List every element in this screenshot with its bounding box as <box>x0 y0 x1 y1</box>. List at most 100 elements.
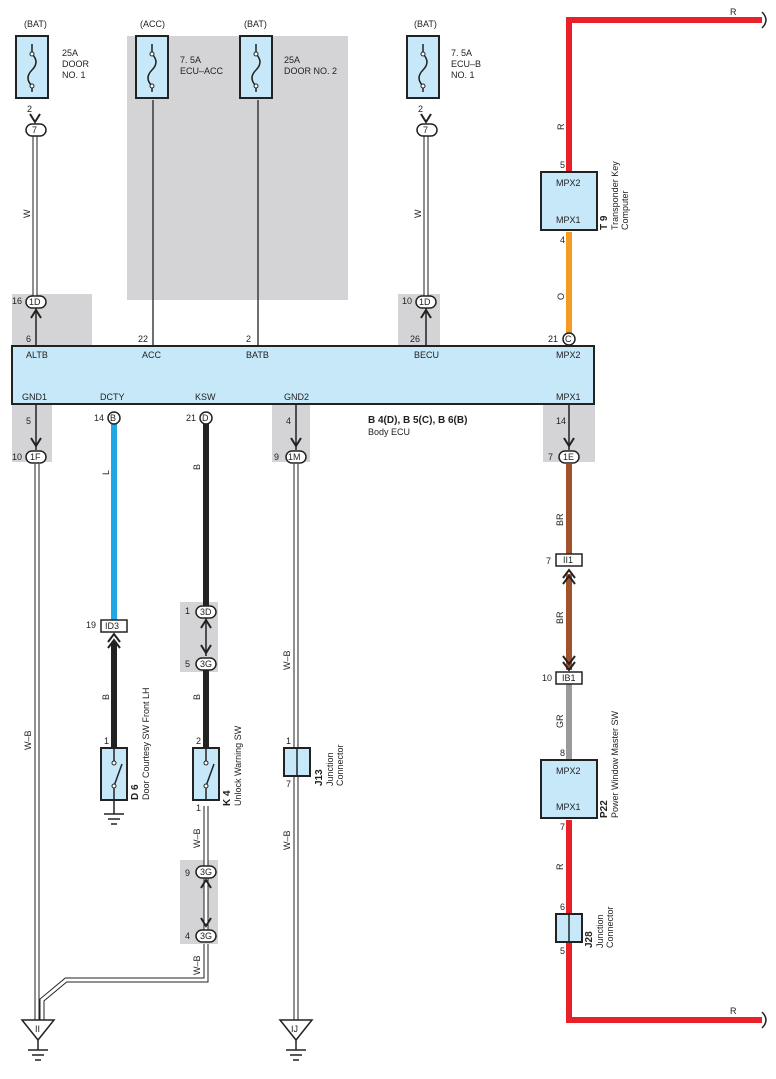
svg-text:MPX2: MPX2 <box>556 350 581 360</box>
svg-text:1D: 1D <box>419 297 431 307</box>
ecu-top-connectors: 16 1D 6 22 2 10 1D 26 21 C <box>12 295 576 346</box>
body-ecu: ALTB ACC BATB BECU MPX2 GND1 DCTY KSW GN… <box>11 345 595 405</box>
svg-text:DCTY: DCTY <box>100 392 125 402</box>
svg-text:W–B: W–B <box>192 828 202 848</box>
label-r-bottom: R <box>730 1006 737 1016</box>
svg-text:22: 22 <box>138 334 148 344</box>
svg-text:10: 10 <box>12 452 22 462</box>
fuse-4: (BAT) 7. 5A ECU–B NO. 1 2 7 <box>406 19 481 137</box>
svg-text:26: 26 <box>410 334 420 344</box>
svg-text:BECU: BECU <box>414 350 439 360</box>
ecu-bottom-connectors: 5 10 1F 14 B 21 D 4 9 1M 14 7 1E <box>12 404 580 464</box>
power-window-master-sw: 8 MPX2 MPX1 7 P22 Power Window Master SW <box>540 710 620 832</box>
svg-text:7: 7 <box>32 125 37 135</box>
svg-text:Door Courtesy SW Front LH: Door Courtesy SW Front LH <box>141 687 151 800</box>
svg-text:W–B: W–B <box>282 650 292 670</box>
svg-text:MPX2: MPX2 <box>556 178 581 188</box>
svg-text:7: 7 <box>560 822 565 832</box>
svg-text:2: 2 <box>246 334 251 344</box>
svg-text:2: 2 <box>27 104 32 114</box>
inline-connector-ii1: 7 II1 <box>546 553 583 585</box>
svg-text:ID3: ID3 <box>105 621 119 631</box>
label-r-top: R <box>730 7 737 17</box>
svg-text:ECU–ACC: ECU–ACC <box>180 66 224 76</box>
svg-text:NO. 1: NO. 1 <box>451 70 475 80</box>
svg-text:1: 1 <box>196 803 201 813</box>
svg-text:GND1: GND1 <box>22 392 47 402</box>
svg-text:IJ: IJ <box>291 1024 298 1034</box>
svg-text:W–B: W–B <box>282 830 292 850</box>
svg-text:7. 5A: 7. 5A <box>180 55 201 65</box>
svg-text:T 9: T 9 <box>599 215 610 230</box>
svg-text:1F: 1F <box>30 452 41 462</box>
svg-text:R: R <box>556 123 566 130</box>
svg-text:B: B <box>110 413 116 423</box>
svg-text:10: 10 <box>542 673 552 683</box>
svg-text:W–B: W–B <box>23 730 33 750</box>
svg-text:B: B <box>192 464 202 470</box>
svg-text:25A: 25A <box>284 55 300 65</box>
svg-text:7: 7 <box>286 779 291 789</box>
svg-text:MPX1: MPX1 <box>556 802 581 812</box>
j13-junction-connector: 1 7 J13 Junction Connector <box>283 736 345 789</box>
svg-text:7: 7 <box>548 452 553 462</box>
svg-text:1M: 1M <box>288 452 301 462</box>
svg-text:4: 4 <box>185 931 190 941</box>
svg-text:KSW: KSW <box>195 392 216 402</box>
svg-text:BR: BR <box>555 611 565 624</box>
svg-text:3G: 3G <box>200 659 212 669</box>
ground-ij: IJ <box>278 1019 314 1061</box>
svg-text:GND2: GND2 <box>284 392 309 402</box>
svg-text:R: R <box>555 863 565 870</box>
svg-text:Connector: Connector <box>605 906 615 948</box>
svg-text:Connector: Connector <box>335 744 345 786</box>
door-courtesy-switch: 1 D 6 Door Courtesy SW Front LH <box>100 687 151 825</box>
svg-text:14: 14 <box>94 413 104 423</box>
svg-text:9: 9 <box>185 868 190 878</box>
svg-text:ECU–B: ECU–B <box>451 59 481 69</box>
svg-text:D 6: D 6 <box>130 784 141 800</box>
svg-text:1: 1 <box>286 736 291 746</box>
svg-text:IB1: IB1 <box>562 673 576 683</box>
svg-text:J13: J13 <box>314 769 325 786</box>
svg-text:16: 16 <box>12 296 22 306</box>
svg-text:19: 19 <box>86 620 96 630</box>
svg-text:5: 5 <box>560 946 565 956</box>
svg-text:4: 4 <box>560 235 565 245</box>
wire-end-bottom <box>761 1011 767 1029</box>
svg-text:B: B <box>101 694 111 700</box>
svg-text:MPX1: MPX1 <box>556 215 581 225</box>
svg-text:7. 5A: 7. 5A <box>451 48 472 58</box>
svg-text:3G: 3G <box>200 867 212 877</box>
svg-text:7: 7 <box>546 556 551 566</box>
svg-text:L: L <box>101 470 111 475</box>
svg-text:7: 7 <box>423 125 428 135</box>
ground-ii: II <box>20 1019 56 1061</box>
label-w-right: W <box>413 209 423 218</box>
svg-text:GR: GR <box>555 714 565 728</box>
svg-text:4: 4 <box>286 416 291 426</box>
svg-text:(BAT): (BAT) <box>414 19 437 29</box>
svg-text:ACC: ACC <box>142 350 162 360</box>
svg-text:3G: 3G <box>200 931 212 941</box>
transponder-key-computer: 5 MPX2 MPX1 4 T 9 Transponder Key Comput… <box>540 160 630 245</box>
wire-r-top <box>566 17 762 172</box>
svg-text:14: 14 <box>556 416 566 426</box>
svg-text:BATB: BATB <box>246 350 269 360</box>
ecu-title: B 4(D), B 5(C), B 6(B) <box>368 415 467 426</box>
svg-text:DOOR NO. 2: DOOR NO. 2 <box>284 66 337 76</box>
wire-end-top <box>761 11 767 29</box>
svg-text:B: B <box>192 694 202 700</box>
svg-text:O: O <box>556 293 566 300</box>
svg-text:2: 2 <box>418 104 423 114</box>
fuse-3: (BAT) 25A DOOR NO. 2 <box>239 19 337 99</box>
svg-text:W–B: W–B <box>192 955 202 975</box>
svg-text:6: 6 <box>26 334 31 344</box>
svg-text:K 4: K 4 <box>222 790 233 806</box>
svg-text:1D: 1D <box>29 297 41 307</box>
svg-text:BR: BR <box>555 513 565 526</box>
svg-text:1: 1 <box>185 606 190 616</box>
wire-wb-k4 <box>39 944 209 1020</box>
svg-text:3D: 3D <box>200 607 212 617</box>
